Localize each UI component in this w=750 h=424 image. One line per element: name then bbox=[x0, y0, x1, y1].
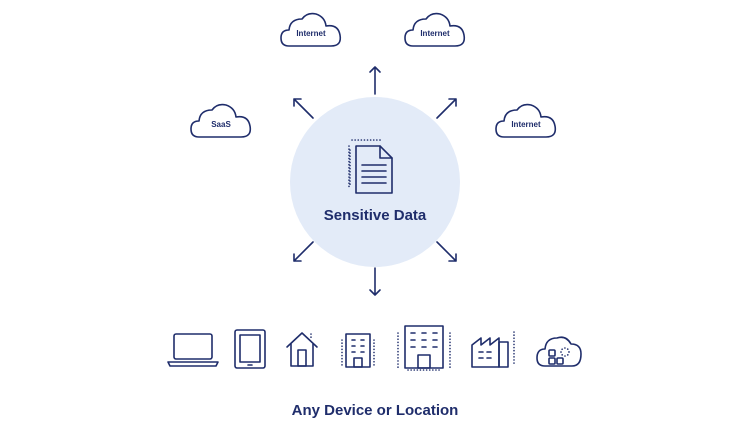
cloud-icon bbox=[404, 12, 466, 47]
small-building-icon bbox=[341, 333, 375, 368]
cloud-apps-icon bbox=[536, 336, 582, 367]
arrow-up-left bbox=[293, 98, 314, 119]
cloud-top-right: Internet bbox=[404, 12, 466, 47]
cloud-icon bbox=[280, 12, 342, 47]
cloud-top-left: Internet bbox=[280, 12, 342, 47]
cloud-label: Internet bbox=[511, 120, 541, 129]
factory-icon bbox=[471, 331, 515, 368]
arrow-up bbox=[369, 66, 381, 95]
document-icon bbox=[348, 139, 393, 194]
office-tower-icon bbox=[397, 325, 451, 371]
cloud-icon bbox=[190, 103, 252, 138]
footer-label: Any Device or Location bbox=[292, 402, 459, 419]
cloud-label: Internet bbox=[296, 29, 326, 38]
cloud-icon bbox=[495, 103, 557, 138]
tablet-icon bbox=[234, 329, 266, 369]
arrow-down bbox=[369, 267, 381, 296]
cloud-right: Internet bbox=[495, 103, 557, 138]
cloud-left: SaaS bbox=[190, 103, 252, 138]
cloud-label: SaaS bbox=[211, 120, 231, 129]
center-circle bbox=[290, 97, 460, 267]
laptop-icon bbox=[167, 333, 219, 367]
cloud-label: Internet bbox=[420, 29, 450, 38]
center-label: Sensitive Data bbox=[324, 207, 427, 224]
arrow-down-right bbox=[436, 241, 457, 262]
arrow-down-left bbox=[293, 241, 314, 262]
arrow-up-right bbox=[436, 98, 457, 119]
house-icon bbox=[286, 332, 318, 367]
